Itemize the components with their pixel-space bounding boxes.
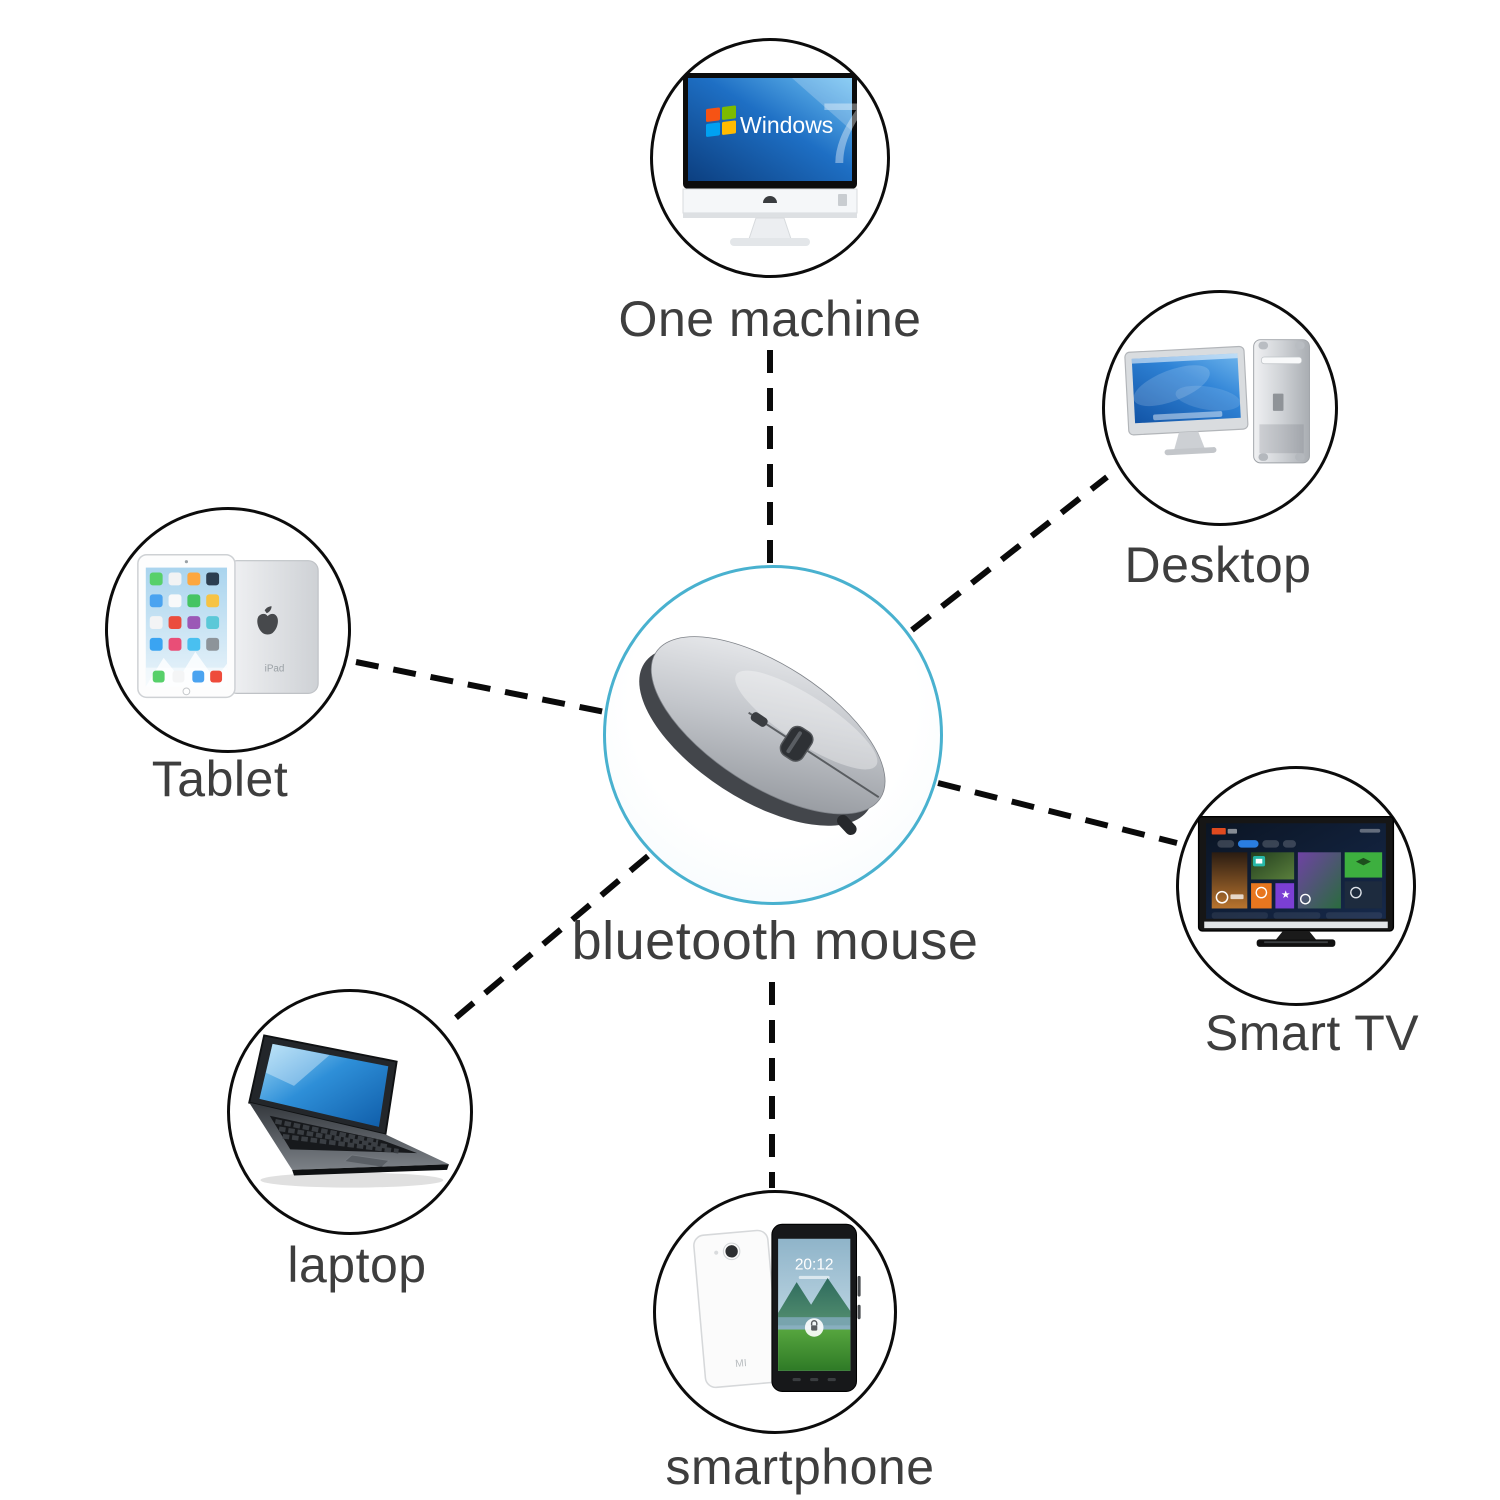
smart-tv-icon: ★ — [1197, 816, 1395, 947]
windows-7-numeral: 7 — [820, 86, 868, 182]
laptop-lid — [248, 1034, 398, 1136]
device-node-laptop — [227, 989, 473, 1235]
desktop-tower — [1253, 339, 1310, 464]
ipad-back-text: iPad — [265, 664, 285, 675]
windows-flag-icon — [706, 105, 736, 137]
phone-brand-text: MI — [735, 1358, 747, 1370]
phone-lockscreen-time: 20:12 — [795, 1257, 834, 1274]
tablet-front — [137, 553, 236, 699]
all-in-one-pc-icon: 7 Windows — [682, 73, 868, 246]
mouse-body-group — [639, 636, 886, 836]
svg-text:★: ★ — [1281, 890, 1290, 901]
connector-center-desktop — [910, 474, 1109, 633]
device-label-desktop: Desktop — [1124, 537, 1312, 593]
tablet-back: iPad — [226, 560, 319, 694]
device-node-one-machine: 7 Windows — [650, 38, 890, 278]
bluetooth-mouse-icon — [639, 636, 886, 836]
smartphone-icon: MI 20:12 — [693, 1223, 861, 1392]
aio-chin-and-stand — [682, 188, 858, 246]
connector-center-smart-tv — [937, 780, 1178, 846]
tv-ui: ★ — [1211, 827, 1383, 919]
connector-center-laptop — [450, 853, 650, 1024]
desktop-computer-icon — [1124, 339, 1310, 464]
device-label-tablet: Tablet — [151, 751, 289, 807]
center-label-bluetooth-mouse: bluetooth mouse — [571, 911, 979, 971]
laptop-base — [249, 1102, 449, 1176]
laptop-icon — [248, 1034, 449, 1188]
desktop-monitor — [1124, 345, 1249, 456]
tv-stand — [1204, 921, 1388, 947]
phone-back: MI — [693, 1229, 781, 1389]
device-node-tablet: iPad — [105, 507, 351, 753]
device-label-smart-tv: Smart TV — [1204, 1005, 1420, 1061]
device-node-desktop — [1102, 290, 1338, 526]
connector-center-tablet — [355, 659, 606, 715]
tablet-dock-icons — [152, 670, 223, 683]
windows-brand-text: Windows — [740, 112, 833, 138]
device-label-one-machine: One machine — [618, 291, 922, 347]
aio-monitor: 7 Windows — [683, 73, 868, 189]
tablet-icon: iPad — [137, 553, 319, 699]
device-label-smartphone: smartphone — [665, 1439, 935, 1495]
device-node-smart-tv: ★ — [1176, 766, 1416, 1006]
device-node-smartphone: MI 20:12 — [653, 1190, 897, 1434]
phone-front: 20:12 — [771, 1223, 861, 1392]
center-node-bluetooth-mouse — [603, 565, 943, 905]
device-label-laptop: laptop — [287, 1237, 427, 1293]
tablet-app-grid — [149, 572, 220, 651]
